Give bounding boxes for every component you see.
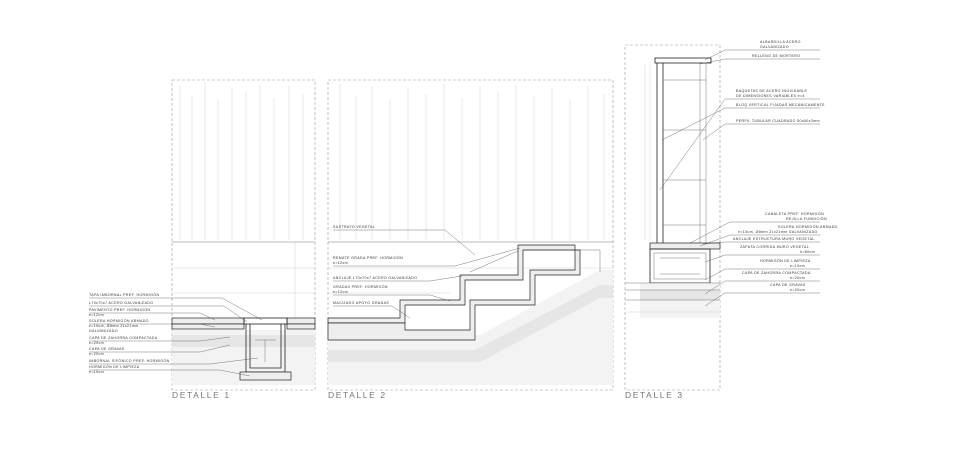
detail-3-label: CAPA DE GRAVAS: [770, 283, 806, 287]
detail-1-label: e=10cm: [89, 370, 104, 374]
detail-1-label: L70x70x7 ACERO GALVANIZADO: [89, 301, 153, 305]
detail-3-label: REJILLA FUNDICIÓN: [786, 216, 827, 221]
detail-1-drain: [239, 317, 292, 381]
detail-3-label: h=60cm: [800, 250, 815, 254]
detail-3-label: ANCLAJE ESTRUCTURA MURO VEGETAL: [733, 237, 815, 241]
detail-2-title: DETALLE 2: [328, 390, 387, 400]
detail-1-label: IMBORNAL SIFÓNICO PREF. HORMIGÓN: [89, 358, 170, 363]
detail-3-label: e=15cm, Ø8mm 21x21mm GALVANIZADO: [738, 230, 818, 234]
detail-3-label: DE DIMENSIONES VARIABLES e=4: [736, 94, 805, 98]
detail-1-label: CAPA DE ZAHORRA COMPACTADA: [89, 336, 158, 340]
detail-2-forest-background: [339, 84, 605, 240]
detail-3-title: DETALLE 3: [625, 390, 684, 400]
detail-1-label: CAPA DE GRAVAS: [89, 347, 125, 351]
detail-1-label: e=15cm, Ø8mm 21x21mm: [89, 324, 138, 328]
detail-2-label: ANCLAJE L70x70x7 ACERO GALVANIZADO: [333, 276, 417, 280]
detail-3-label: PERFIL TUBULAR CUADRADO 50x50x3mm: [736, 119, 820, 123]
detail-2-steps: [327, 244, 581, 341]
detail-1-label: TAPA IMBORNAL PREF. HORMIGÓN: [89, 292, 159, 297]
detail-3-green-wall: [644, 57, 712, 243]
detail-2-label: GRADAS PREF. HORMIGÓN: [333, 284, 388, 289]
detail-3-label: CAPA DE ZAHORRA COMPACTADA: [742, 271, 811, 275]
detail-2-label: MACIZADO APOYO GRADAS: [333, 301, 389, 305]
detail-1-label: HORMIGÓN DE LIMPIEZA: [89, 364, 140, 369]
detail-3-labels: ALBARDILLA ACERO GALVANIZADO RELLENO DE …: [733, 40, 838, 292]
detail-1-labels: TAPA IMBORNAL PREF. HORMIGÓN L70x70x7 AC…: [89, 292, 170, 374]
detail-2-labels: SUSTRATO VEGETAL REMATE GRADA PREF. HORM…: [333, 225, 417, 305]
detail-3-label: BAQUETAS DE ACERO INOXIDABLE: [736, 89, 807, 93]
detail-2-leaders: [333, 229, 521, 319]
detail-3-label: e=10cm: [790, 264, 805, 268]
detail-2-label: e=12cm: [333, 261, 348, 265]
detail-3-label: GALVANIZADO: [760, 45, 789, 49]
detail-1-label: SOLERA HORMIGÓN ARMADO: [89, 318, 149, 323]
detail-1-label: e=20cm: [89, 352, 104, 356]
detail-1-label: PAVIMENTO PREF. HORMIGÓN: [89, 307, 150, 312]
detail-3-label: RELLENO DE MORTERO: [752, 54, 800, 58]
detail-1-paving-left: [171, 317, 245, 325]
detail-3-label: ALBARDILLA ACERO: [760, 40, 801, 44]
detail-3-label: ZAPATA CORRIDA MURO VEGETAL: [740, 245, 809, 249]
detail-1-paving-right: [286, 317, 316, 325]
detail-3-label: e=20cm: [790, 276, 805, 280]
detail-3-label: SOLERA HORMIGÓN ARMADO: [778, 224, 838, 229]
detail-1-forest-background: [179, 82, 304, 240]
detail-2-label: e=12cm: [333, 290, 348, 294]
detail-2-label: REMATE GRADA PREF. HORMIGÓN: [333, 255, 403, 260]
detail-2-label: SUSTRATO VEGETAL: [333, 225, 375, 229]
detail-3-label: e=20cm: [790, 288, 805, 292]
detail-1-label: e=20cm: [89, 341, 104, 345]
detail-3-label: HORMIGÓN DE LIMPIEZA: [760, 258, 811, 263]
detail-3-footing: [649, 242, 721, 284]
detail-1-title: DETALLE 1: [172, 390, 231, 400]
detail-1-leaders: [89, 297, 263, 377]
detail-3-leaders: [659, 49, 820, 307]
detail-1-label: e=12cm: [89, 313, 104, 317]
detail-1: DETALLE 1 TAPA IMBORNAL PREF. HORMIGÓN L…: [89, 79, 316, 400]
detail-3-label: CANALETA PREF. HORMIGÓN: [765, 211, 824, 216]
detail-1-label: GALVANIZADO: [89, 329, 118, 333]
detail-3-label: BLOQ VERTICAL FIJADAS MECÁNICAMENTE: [736, 103, 825, 107]
detail-3: DETALLE 3 ALBARDILLA ACERO GALVANIZADO R…: [624, 40, 838, 400]
detail-2: DETALLE 2 SUSTRATO VEGETAL REMATE GRADA …: [327, 79, 614, 400]
